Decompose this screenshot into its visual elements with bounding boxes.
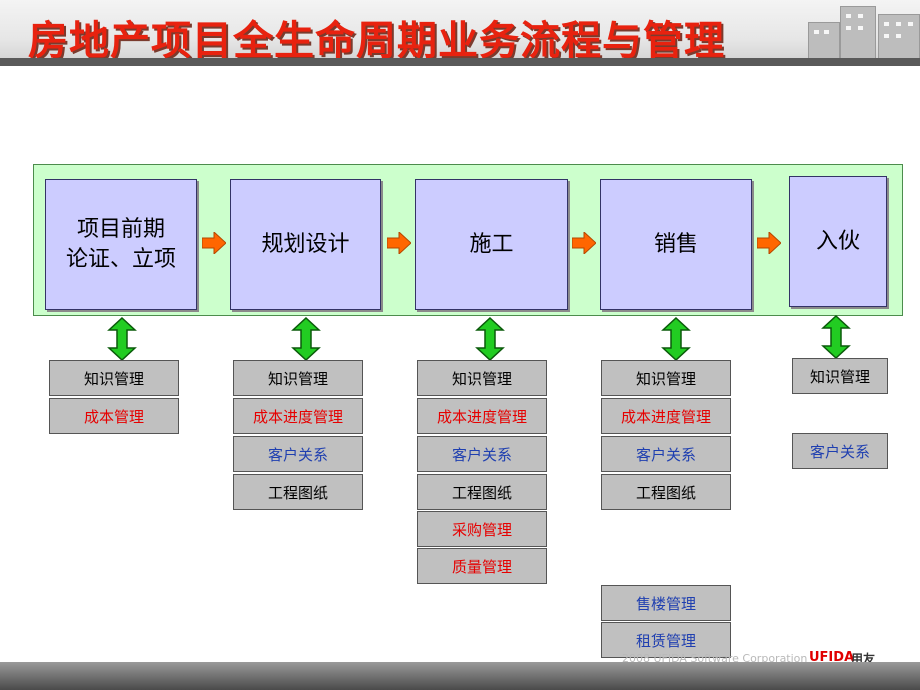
- function-cost-schedule-mgmt: 成本进度管理: [601, 398, 731, 434]
- function-knowledge-mgmt: 知识管理: [601, 360, 731, 396]
- function-cost-schedule-mgmt: 成本进度管理: [233, 398, 363, 434]
- function-knowledge-mgmt: 知识管理: [233, 360, 363, 396]
- function-customer-relations: 客户关系: [417, 436, 547, 472]
- function-knowledge-mgmt: 知识管理: [792, 358, 888, 394]
- header-divider: [0, 58, 920, 66]
- phase-construction: 施工: [415, 179, 568, 310]
- double-arrow-icon: [661, 317, 691, 361]
- function-customer-relations: 客户关系: [792, 433, 888, 469]
- double-arrow-icon: [291, 317, 321, 361]
- function-leasing-mgmt: 租赁管理: [601, 622, 731, 658]
- phase-occupancy: 入伙: [789, 176, 887, 307]
- flow-arrow-icon: [572, 232, 596, 254]
- function-customer-relations: 客户关系: [233, 436, 363, 472]
- function-engineering-drawings: 工程图纸: [417, 474, 547, 510]
- phase-project-initiation: 项目前期 论证、立项: [45, 179, 197, 310]
- function-knowledge-mgmt: 知识管理: [49, 360, 179, 396]
- brand-logo: UFIDA: [809, 650, 855, 665]
- flow-arrow-icon: [387, 232, 411, 254]
- phase-label: 销售: [653, 231, 698, 257]
- function-knowledge-mgmt: 知识管理: [417, 360, 547, 396]
- phase-label: 规划设计: [261, 231, 350, 257]
- function-cost-schedule-mgmt: 成本进度管理: [417, 398, 547, 434]
- phase-label-line2: 论证、立项: [65, 246, 176, 272]
- flow-arrow-icon: [757, 232, 781, 254]
- function-customer-relations: 客户关系: [601, 436, 731, 472]
- footer-bar: [0, 662, 920, 690]
- copyright-text: 2008 UFIDA Software Corporation: [622, 652, 808, 665]
- function-engineering-drawings: 工程图纸: [601, 474, 731, 510]
- double-arrow-icon: [821, 315, 851, 359]
- function-engineering-drawings: 工程图纸: [233, 474, 363, 510]
- phase-label: 施工: [469, 231, 514, 257]
- double-arrow-icon: [107, 317, 137, 361]
- function-procurement-mgmt: 采购管理: [417, 511, 547, 547]
- phase-sales: 销售: [600, 179, 752, 310]
- header: 房地产项目全生命周期业务流程与管理: [0, 0, 920, 66]
- double-arrow-icon: [475, 317, 505, 361]
- phase-label-line1: 项目前期: [76, 216, 165, 242]
- phase-label: 入伙: [815, 228, 860, 254]
- function-quality-mgmt: 质量管理: [417, 548, 547, 584]
- building-graphic-icon: [800, 0, 920, 58]
- phase-planning-design: 规划设计: [230, 179, 381, 310]
- function-sales-mgmt: 售楼管理: [601, 585, 731, 621]
- page-title: 房地产项目全生命周期业务流程与管理: [28, 18, 725, 64]
- flow-arrow-icon: [202, 232, 226, 254]
- function-cost-mgmt: 成本管理: [49, 398, 179, 434]
